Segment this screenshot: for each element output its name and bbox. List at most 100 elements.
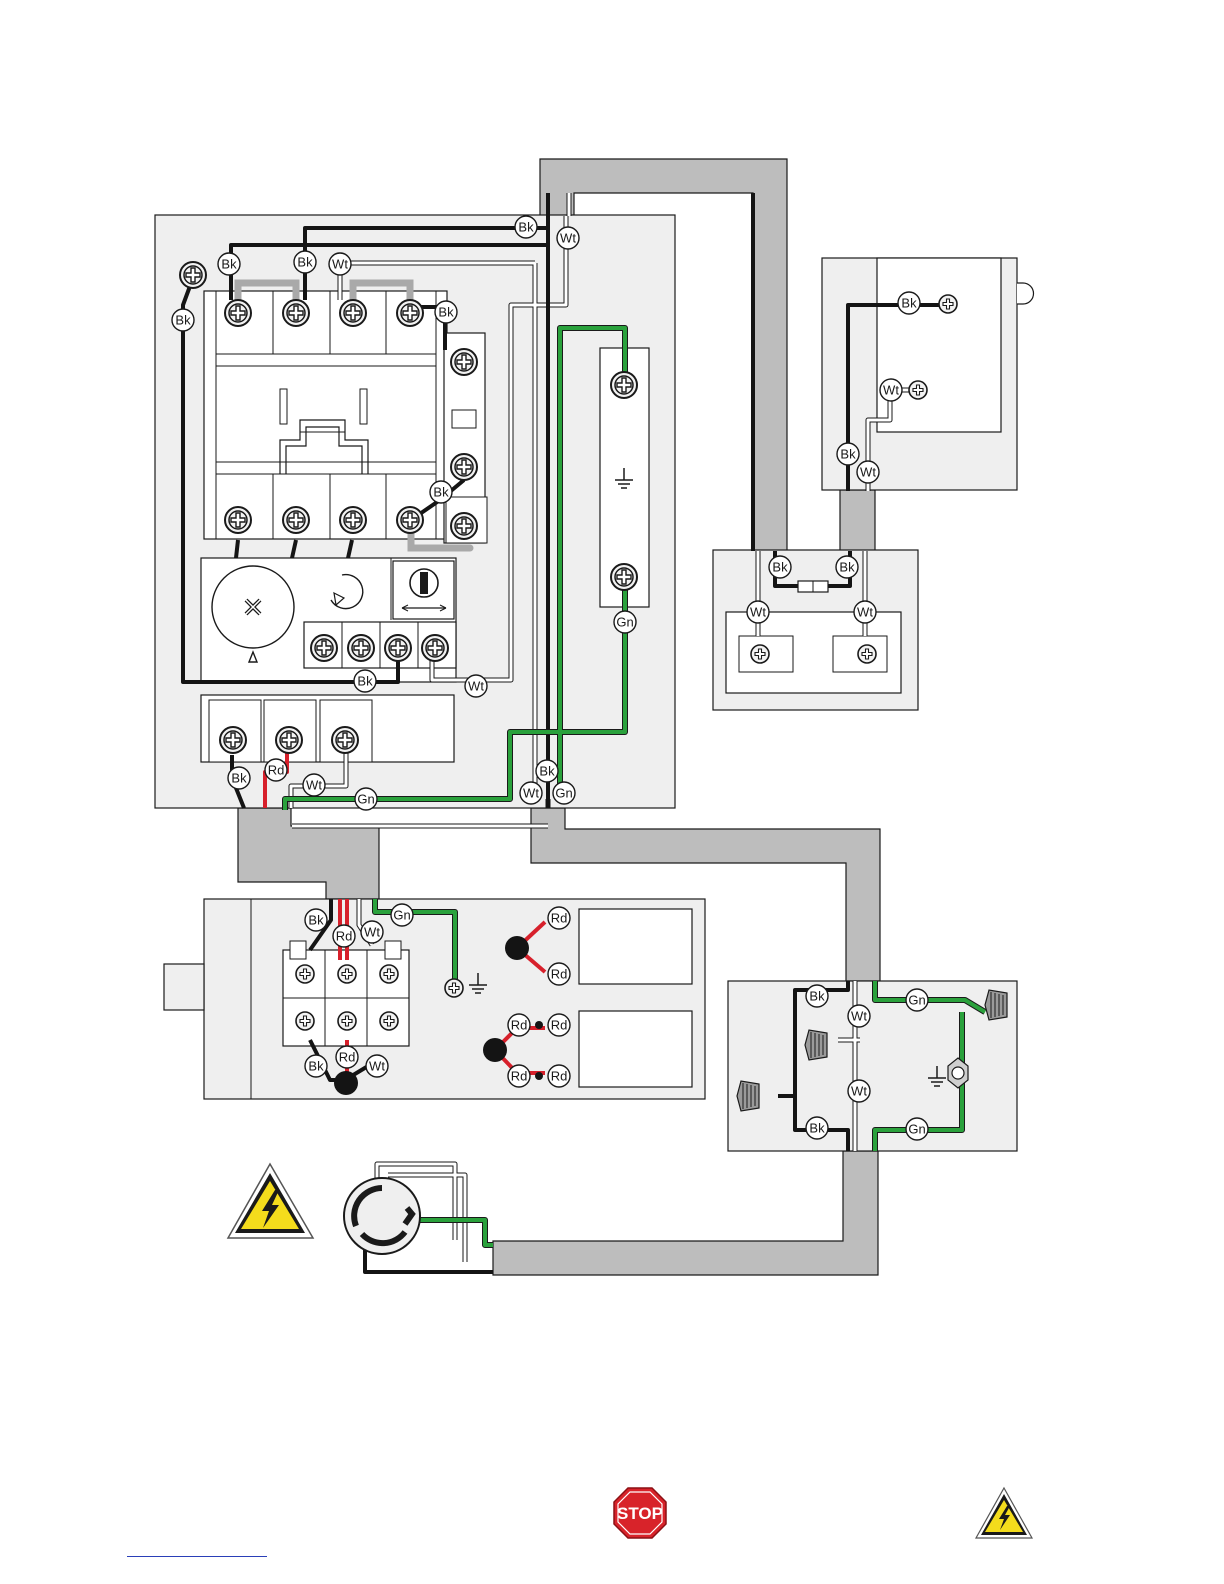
svg-text:Bk: Bk bbox=[231, 771, 247, 786]
svg-text:Wt: Wt bbox=[468, 679, 484, 694]
svg-text:Bk: Bk bbox=[438, 305, 454, 320]
wire-label-bk: Bk bbox=[430, 481, 452, 503]
wire-label-rd: Rd bbox=[548, 907, 570, 929]
wire-label-bk: Bk bbox=[515, 216, 537, 238]
wire-label-rd: Rd bbox=[548, 1065, 570, 1087]
wire-label-rd: Rd bbox=[508, 1014, 530, 1036]
wire-label-wt: Wt bbox=[361, 921, 383, 943]
svg-text:Bk: Bk bbox=[840, 447, 856, 462]
wire-label-bk: Bk bbox=[435, 301, 457, 323]
svg-text:Wt: Wt bbox=[860, 465, 876, 480]
svg-text:Wt: Wt bbox=[883, 383, 899, 398]
svg-text:Bk: Bk bbox=[772, 560, 788, 575]
svg-text:Rd: Rd bbox=[511, 1069, 528, 1084]
wire-label-bk: Bk bbox=[769, 556, 791, 578]
svg-text:Wt: Wt bbox=[523, 786, 539, 801]
wire-label-bk: Bk bbox=[305, 1055, 327, 1077]
wire-label-rd: Rd bbox=[336, 1046, 358, 1068]
wire-label-wt: Wt bbox=[366, 1055, 388, 1077]
svg-text:Bk: Bk bbox=[539, 764, 555, 779]
svg-text:Bk: Bk bbox=[357, 674, 373, 689]
svg-text:Bk: Bk bbox=[175, 313, 191, 328]
wire-label-bk: Bk bbox=[806, 985, 828, 1007]
wire-label-gn: Gn bbox=[614, 611, 636, 633]
wire-label-gn: Gn bbox=[355, 788, 377, 810]
conduit-switch-link bbox=[840, 490, 875, 552]
electrical-hazard-icon-footer bbox=[976, 1488, 1032, 1538]
svg-text:Gn: Gn bbox=[393, 908, 410, 923]
wire-label-wt: Wt bbox=[880, 379, 902, 401]
wire-label-bk: Bk bbox=[837, 443, 859, 465]
svg-text:Gn: Gn bbox=[908, 993, 925, 1008]
svg-text:Rd: Rd bbox=[511, 1018, 528, 1033]
conduit-plug bbox=[493, 1151, 878, 1275]
svg-text:Bk: Bk bbox=[308, 913, 324, 928]
wire-label-bk: Bk bbox=[172, 309, 194, 331]
switch-junction-box bbox=[713, 550, 918, 710]
capacitor-top bbox=[579, 909, 692, 984]
conduit-motor bbox=[238, 808, 379, 899]
svg-text:Gn: Gn bbox=[357, 792, 374, 807]
svg-text:Bk: Bk bbox=[809, 989, 825, 1004]
wire-label-wt: Wt bbox=[848, 1080, 870, 1102]
svg-text:Gn: Gn bbox=[908, 1122, 925, 1137]
svg-text:Rd: Rd bbox=[336, 929, 353, 944]
wire-label-rd: Rd bbox=[265, 759, 287, 781]
wire-label-wt: Wt bbox=[854, 601, 876, 623]
wire-label-bk: Bk bbox=[898, 292, 920, 314]
wire-label-rd: Rd bbox=[508, 1065, 530, 1087]
svg-text:Bk: Bk bbox=[901, 296, 917, 311]
wire-label-wt: Wt bbox=[520, 782, 542, 804]
wire-label-bk: Bk bbox=[218, 253, 240, 275]
svg-text:Wt: Wt bbox=[851, 1009, 867, 1024]
svg-text:Bk: Bk bbox=[433, 485, 449, 500]
wire-label-wt: Wt bbox=[857, 461, 879, 483]
wire-label-bk: Bk bbox=[536, 760, 558, 782]
svg-text:Wt: Wt bbox=[332, 257, 348, 272]
motor-shaft bbox=[164, 964, 204, 1010]
wire-label-wt: Wt bbox=[848, 1005, 870, 1027]
svg-text:Wt: Wt bbox=[364, 925, 380, 940]
svg-text:Rd: Rd bbox=[339, 1050, 356, 1065]
twist-lock-plug bbox=[344, 1178, 420, 1254]
svg-text:Rd: Rd bbox=[551, 967, 568, 982]
stop-sign-text: STOP bbox=[617, 1504, 663, 1523]
wire-label-bk: Bk bbox=[305, 909, 327, 931]
wire-label-bk: Bk bbox=[294, 251, 316, 273]
stop-sign-icon: STOP bbox=[614, 1488, 666, 1538]
svg-text:Bk: Bk bbox=[839, 560, 855, 575]
svg-text:Wt: Wt bbox=[750, 605, 766, 620]
wire-label-gn: Gn bbox=[553, 782, 575, 804]
contactor bbox=[204, 291, 447, 539]
wire-label-wt: Wt bbox=[747, 601, 769, 623]
wire-label-wt: Wt bbox=[329, 253, 351, 275]
svg-text:Rd: Rd bbox=[551, 1069, 568, 1084]
wire-label-rd: Rd bbox=[548, 963, 570, 985]
svg-text:Rd: Rd bbox=[268, 763, 285, 778]
svg-text:Bk: Bk bbox=[518, 220, 534, 235]
svg-text:Bk: Bk bbox=[221, 257, 237, 272]
wire-label-wt: Wt bbox=[557, 227, 579, 249]
wire-label-bk: Bk bbox=[806, 1117, 828, 1139]
svg-text:Wt: Wt bbox=[306, 778, 322, 793]
svg-text:Gn: Gn bbox=[616, 615, 633, 630]
wire-label-gn: Gn bbox=[391, 904, 413, 926]
svg-text:Wt: Wt bbox=[857, 605, 873, 620]
wire-label-gn: Gn bbox=[906, 1118, 928, 1140]
motor-junction-box bbox=[164, 899, 705, 1099]
capacitor-bottom bbox=[579, 1011, 692, 1087]
wire-label-rd: Rd bbox=[548, 1014, 570, 1036]
svg-text:Wt: Wt bbox=[369, 1059, 385, 1074]
svg-text:Wt: Wt bbox=[560, 231, 576, 246]
wire-label-wt: Wt bbox=[465, 675, 487, 697]
svg-text:Bk: Bk bbox=[297, 255, 313, 270]
svg-text:Bk: Bk bbox=[809, 1121, 825, 1136]
svg-text:Rd: Rd bbox=[551, 1018, 568, 1033]
wire-label-bk: Bk bbox=[354, 670, 376, 692]
svg-text:Gn: Gn bbox=[555, 786, 572, 801]
wire-label-gn: Gn bbox=[906, 989, 928, 1011]
footer-rule bbox=[127, 1556, 267, 1557]
wire-label-bk: Bk bbox=[228, 767, 250, 789]
wire-label-wt: Wt bbox=[303, 774, 325, 796]
